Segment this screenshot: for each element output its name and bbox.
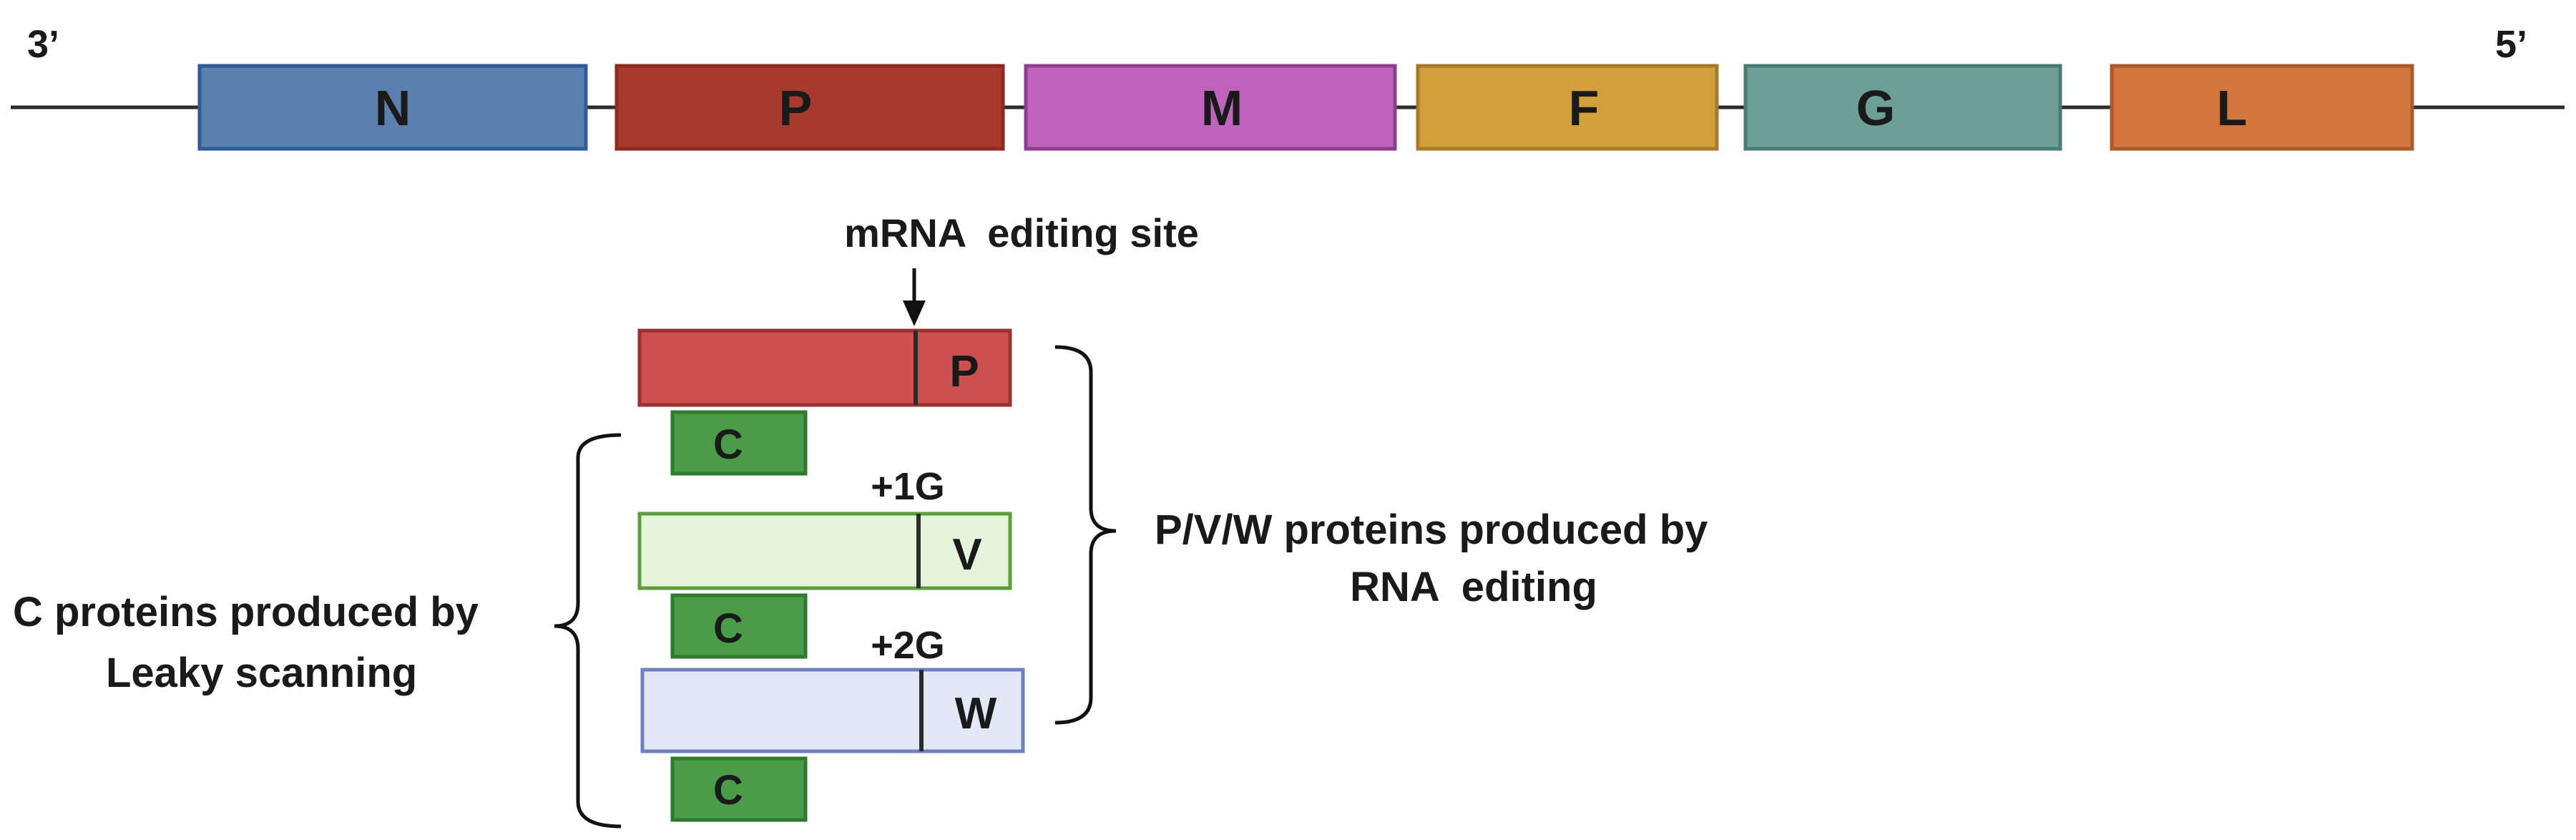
- gene-l-label: L: [2217, 80, 2248, 136]
- product-v: V: [637, 512, 1012, 590]
- c-protein-1: C: [670, 410, 808, 476]
- gene-g: G: [1743, 64, 2062, 151]
- product-p-label: P: [949, 347, 979, 396]
- editing-site-label: mRNA editing site: [844, 210, 1199, 255]
- gene-m-label: M: [1201, 80, 1243, 136]
- c-annotation-line1: C proteins produced by: [13, 589, 479, 635]
- c-protein-2: C: [670, 593, 808, 659]
- c-brace: [554, 433, 622, 829]
- gene-n-label: N: [375, 80, 411, 136]
- gene-l: L: [2110, 64, 2414, 151]
- gene-f-box: [1416, 64, 1719, 151]
- pvw-annotation-line2: RNA editing: [1350, 564, 1597, 610]
- gene-g-label: G: [1856, 80, 1895, 136]
- product-v-box: [637, 512, 1012, 590]
- gene-m: M: [1024, 64, 1397, 151]
- gene-m-box: [1024, 64, 1397, 151]
- editing-site-arrowhead: [903, 301, 926, 326]
- product-w-label: W: [955, 689, 997, 738]
- gene-n-box: [197, 64, 588, 151]
- product-p: P: [637, 328, 1012, 407]
- product-v-label: V: [952, 530, 981, 580]
- gene-f: F: [1416, 64, 1719, 151]
- gene-f-label: F: [1569, 80, 1600, 136]
- pvw-annotation-line1: P/V/W proteins produced by: [1155, 507, 1708, 553]
- product-w-insert-label: +2G: [871, 624, 945, 667]
- gene-p-box: [614, 64, 1005, 151]
- genome-map: 3’ 5’ N P M F G L: [11, 23, 2565, 151]
- c-protein-3: C: [670, 756, 808, 822]
- c-protein-3-label: C: [713, 767, 743, 814]
- pvw-brace-group: P/V/W proteins produced by RNA editing: [1054, 345, 1708, 725]
- c-protein-2-label: C: [713, 605, 743, 652]
- product-w: W: [640, 668, 1025, 753]
- genome-3prime-label: 3’: [27, 23, 59, 66]
- c-protein-3-box: [670, 756, 808, 822]
- c-annotation-line2: Leaky scanning: [106, 650, 417, 696]
- gene-l-box: [2110, 64, 2414, 151]
- product-w-box: [640, 668, 1025, 753]
- gene-p: P: [614, 64, 1005, 151]
- c-protein-1-label: C: [713, 421, 743, 468]
- c-protein-1-box: [670, 410, 808, 476]
- gene-n: N: [197, 64, 588, 151]
- editing-site: mRNA editing site: [844, 210, 1199, 326]
- pvw-brace: [1054, 345, 1117, 725]
- gene-g-box: [1743, 64, 2062, 151]
- genome-5prime-label: 5’: [2495, 23, 2527, 66]
- product-v-insert-label: +1G: [871, 465, 945, 508]
- product-p-box: [637, 328, 1012, 407]
- c-brace-group: C proteins produced by Leaky scanning: [13, 433, 622, 829]
- gene-p-label: P: [779, 80, 813, 136]
- edited-products: P C +1G V C +2G W C: [637, 328, 1025, 822]
- c-protein-2-box: [670, 593, 808, 659]
